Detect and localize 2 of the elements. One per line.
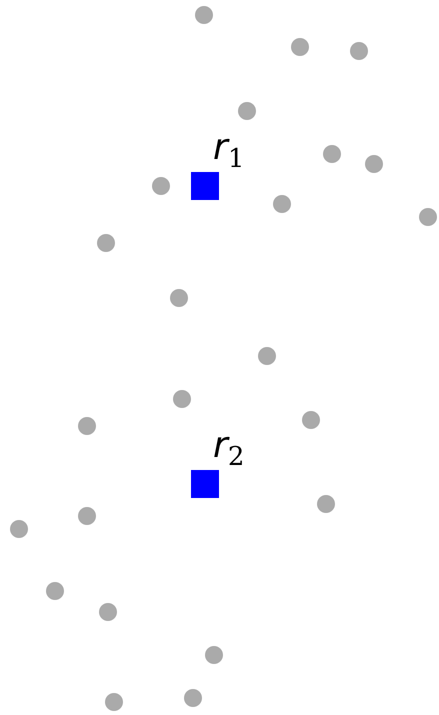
point-label: r$_{1}$ — [213, 128, 244, 168]
point-label: r$_{2}$ — [213, 426, 244, 466]
